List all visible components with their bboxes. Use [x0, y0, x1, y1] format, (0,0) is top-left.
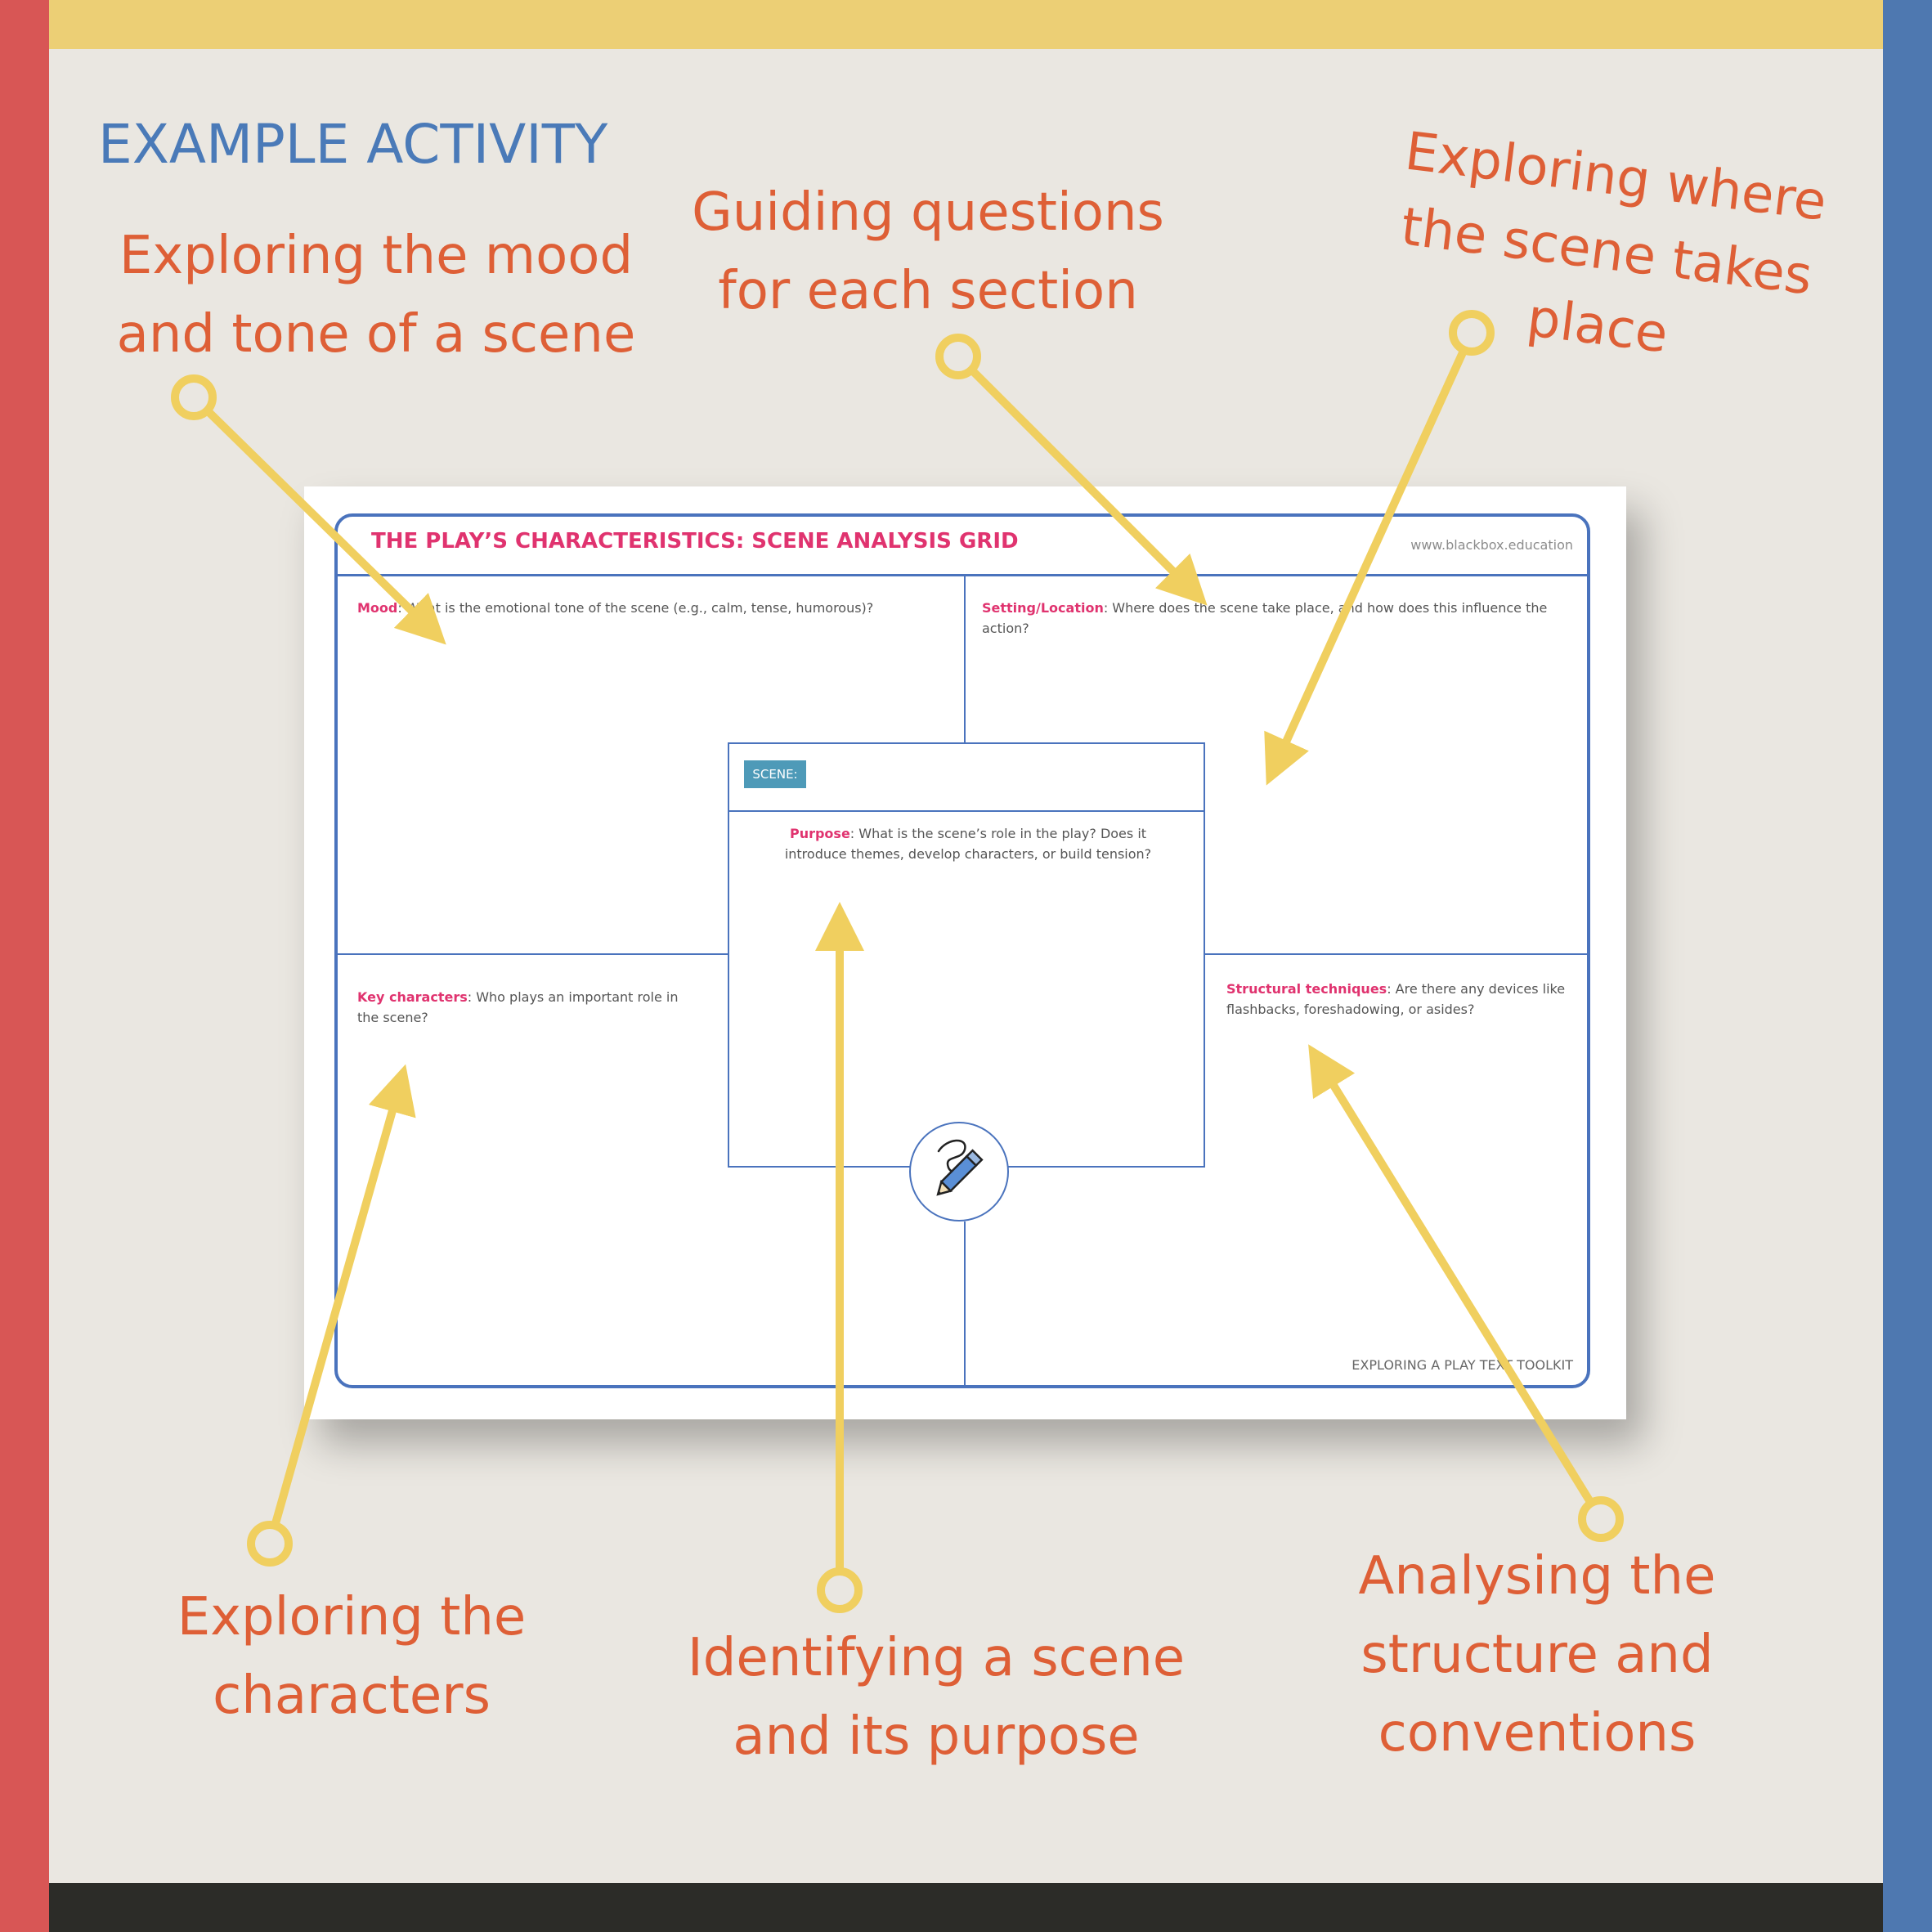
pencil-icon: [909, 1122, 1009, 1222]
structure-label: Structural techniques: [1226, 981, 1387, 997]
frame-right: [1883, 0, 1932, 1932]
callout-characters-line-2: characters: [213, 1665, 491, 1726]
frame-top: [49, 0, 1883, 49]
callout-structure: Analysing the structure and conventions: [1325, 1537, 1750, 1773]
callout-characters: Exploring the characters: [139, 1578, 564, 1735]
scene-tag: SCENE:: [744, 760, 806, 788]
worksheet-footer: EXPLORING A PLAY TEXT TOOLKIT: [1352, 1357, 1573, 1373]
mood-label: Mood: [357, 600, 398, 616]
callout-characters-line-1: Exploring the: [177, 1587, 527, 1647]
worksheet-title: THE PLAY’S CHARACTERISTICS: SCENE ANALYS…: [371, 529, 1019, 554]
horizontal-divider-right: [1205, 953, 1589, 955]
structure-prompt: Structural techniques: Are there any dev…: [1226, 979, 1578, 1020]
characters-label: Key characters: [357, 989, 468, 1005]
callout-mood-line-2: and tone of a scene: [116, 304, 636, 365]
scene-divider: [729, 810, 1204, 812]
worksheet-url: www.blackbox.education: [1410, 537, 1573, 553]
vertical-divider-top: [964, 576, 966, 742]
worksheet: THE PLAY’S CHARACTERISTICS: SCENE ANALYS…: [304, 486, 1626, 1419]
setting-label: Setting/Location: [982, 600, 1104, 616]
callout-structure-line-1: Analysing the: [1358, 1546, 1716, 1607]
structure-question: : Are there any devices like flashbacks,…: [1226, 981, 1566, 1017]
callout-purpose-line-1: Identifying a scene: [687, 1628, 1186, 1688]
frame-left: [0, 0, 49, 1932]
page-heading: EXAMPLE ACTIVITY: [98, 113, 608, 176]
callout-purpose-line-2: and its purpose: [733, 1706, 1140, 1767]
callout-guiding-line-2: for each section: [718, 261, 1138, 321]
purpose-label: Purpose: [789, 826, 850, 841]
setting-prompt: Setting/Location: Where does the scene t…: [982, 598, 1579, 639]
characters-question: : Who plays an important role in the sce…: [357, 989, 679, 1025]
callout-setting: Exploring where the scene takes place: [1349, 110, 1863, 393]
vertical-divider-bottom: [964, 1222, 966, 1387]
horizontal-divider-left: [336, 953, 728, 955]
anchor-purpose: [817, 1567, 863, 1613]
callout-setting-line-3: place: [1523, 288, 1671, 365]
header-divider: [336, 574, 1589, 576]
purpose-prompt: Purpose: What is the scene’s role in the…: [762, 823, 1174, 864]
callout-purpose: Identifying a scene and its purpose: [670, 1619, 1202, 1776]
callout-mood: Exploring the mood and tone of a scene: [98, 217, 654, 374]
anchor-structure: [1578, 1496, 1624, 1542]
characters-prompt: Key characters: Who plays an important r…: [357, 987, 693, 1028]
anchor-mood: [171, 374, 217, 420]
anchor-guiding: [935, 334, 981, 379]
frame-bottom: [49, 1883, 1883, 1932]
callout-guiding: Guiding questions for each section: [654, 173, 1202, 330]
scene-box: SCENE: Purpose: What is the scene’s role…: [728, 742, 1205, 1168]
callout-mood-line-1: Exploring the mood: [119, 226, 634, 286]
mood-prompt: Mood: What is the emotional tone of the …: [357, 598, 930, 618]
callout-structure-line-2: structure and: [1360, 1625, 1714, 1685]
mood-question: : What is the emotional tone of the scen…: [397, 600, 874, 616]
callout-structure-line-3: conventions: [1378, 1703, 1697, 1764]
purpose-question: : What is the scene’s role in the play? …: [784, 826, 1152, 862]
anchor-characters: [247, 1521, 293, 1567]
callout-guiding-line-1: Guiding questions: [692, 182, 1164, 243]
